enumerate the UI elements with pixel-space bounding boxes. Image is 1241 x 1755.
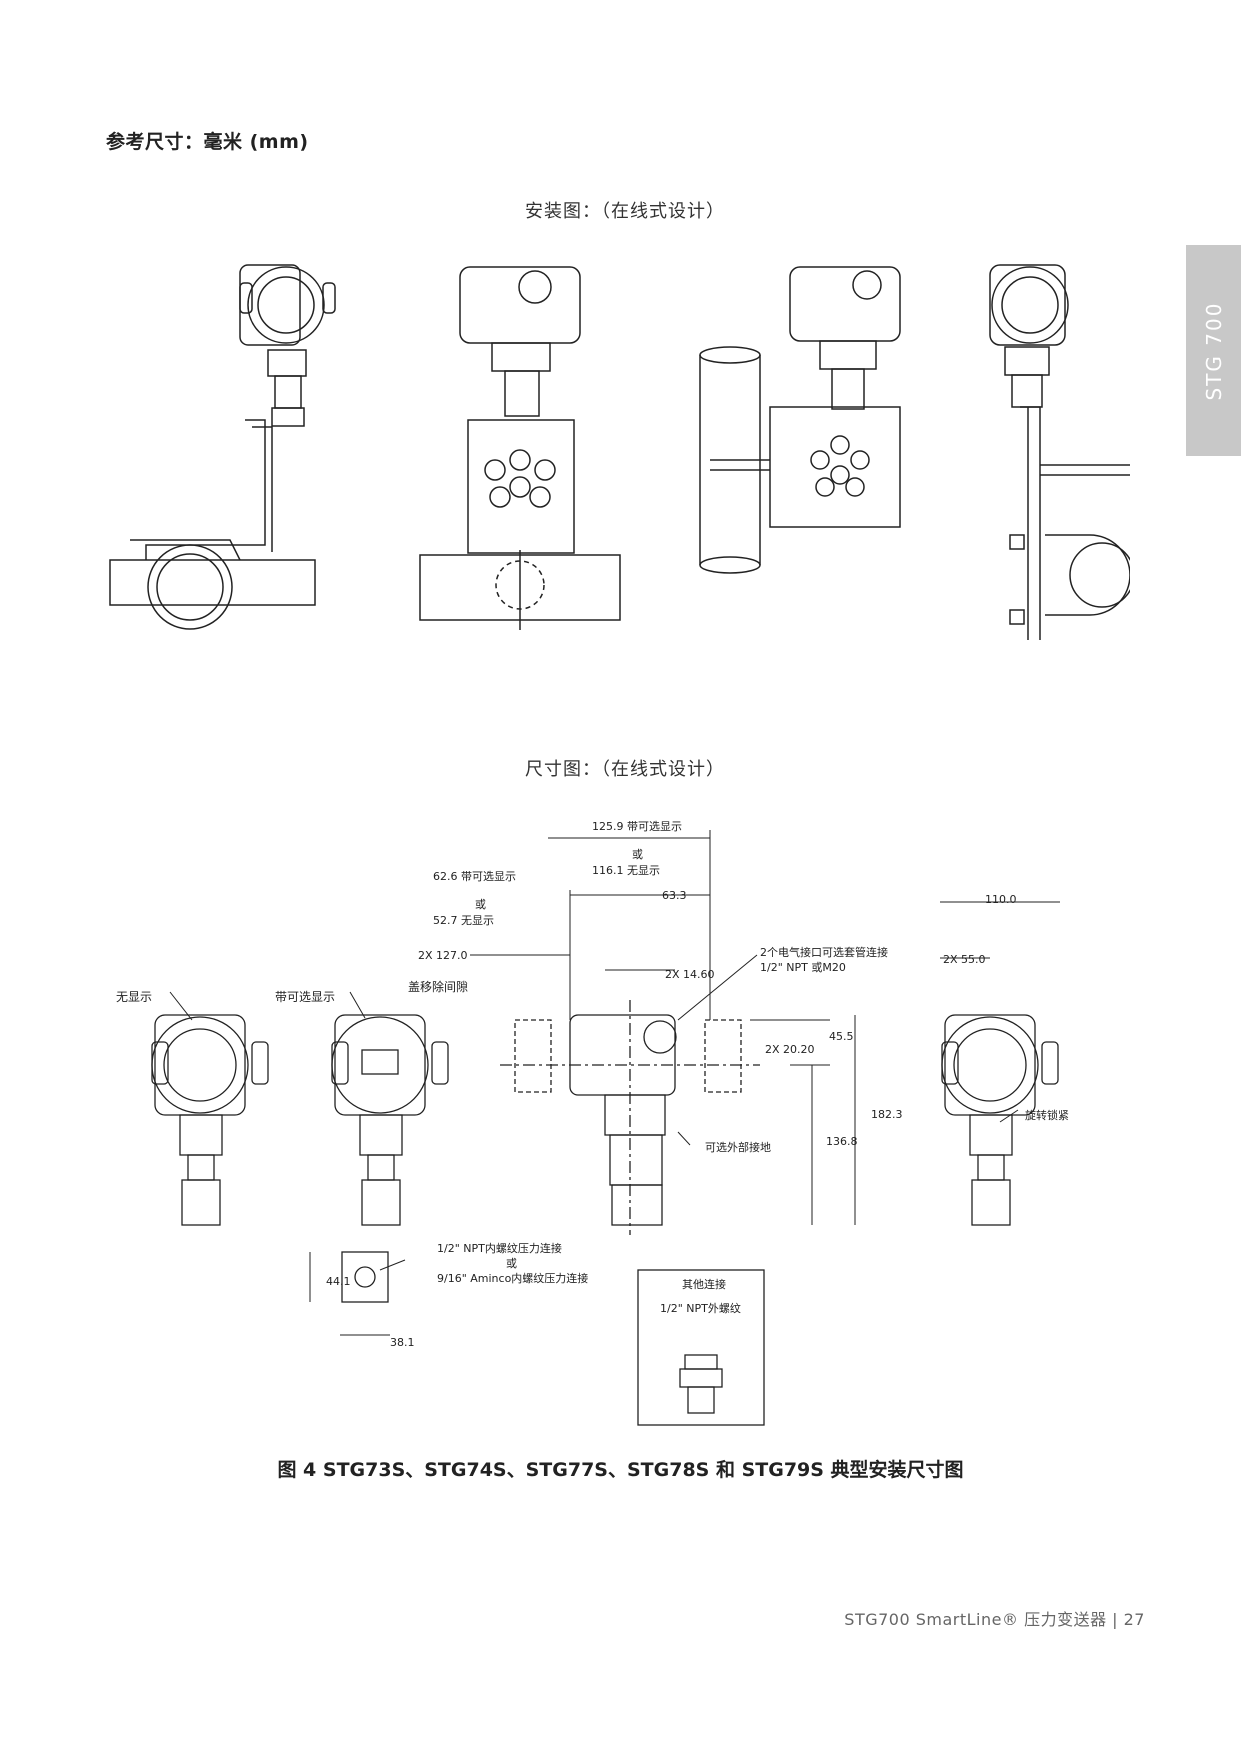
label-rotate-lock: 旋转锁紧	[1025, 1109, 1069, 1122]
label-d441: 44.1	[326, 1275, 351, 1288]
label-d1100: 110.0	[985, 893, 1017, 906]
install-view-1	[109, 264, 336, 630]
transmitter-no-display	[151, 1014, 269, 1226]
other-connection-box	[637, 1269, 765, 1426]
label-or2: 或	[475, 898, 486, 911]
label-cover-clearance: 盖移除间隙	[408, 980, 469, 994]
installation-drawings	[109, 264, 1130, 640]
dimension-drawing	[151, 830, 1060, 1426]
label-d455: 45.5	[829, 1030, 854, 1043]
label-d381: 38.1	[390, 1336, 415, 1349]
label-d1823: 182.3	[871, 1108, 903, 1121]
label-npt-male: 1/2" NPT外螺纹	[660, 1302, 741, 1315]
dimension-lines	[309, 830, 1060, 1336]
label-d1368: 136.8	[826, 1135, 858, 1148]
label-conduit-1: 2个电气接口可选套管连接	[760, 946, 888, 959]
install-view-4	[989, 264, 1130, 640]
installation-drawing-title: 安装图：（在线式设计）	[525, 201, 725, 222]
label-or3: 或	[506, 1257, 517, 1270]
pressure-connection-section	[341, 1251, 389, 1303]
install-view-2	[419, 266, 621, 630]
reference-units-heading: 参考尺寸：毫米 (mm)	[106, 131, 309, 153]
install-view-3	[699, 266, 901, 574]
label-conduit-2: 1/2" NPT 或M20	[760, 961, 846, 974]
side-tab: STG 700	[1186, 245, 1241, 456]
transmitter-rear-view	[941, 1014, 1059, 1226]
page-footer: STG700 SmartLine® 压力变送器 | 27	[844, 1610, 1145, 1629]
label-d116: 116.1 无显示	[592, 864, 660, 877]
label-aminco: 9/16" Aminco内螺纹压力连接	[437, 1272, 589, 1285]
label-d63: 63.3	[662, 889, 687, 902]
transmitter-side-view	[500, 1000, 760, 1235]
dimension-drawing-title: 尺寸图：（在线式设计）	[525, 759, 725, 780]
label-or1: 或	[632, 848, 643, 861]
label-with-display: 带可选显示	[275, 990, 336, 1004]
leader-lines	[169, 954, 1019, 1271]
label-d1460: 2X 14.60	[665, 968, 715, 981]
label-other-connection: 其他连接	[682, 1278, 726, 1291]
label-npt-female: 1/2" NPT内螺纹压力连接	[437, 1242, 562, 1255]
label-external-ground: 可选外部接地	[705, 1141, 771, 1154]
label-d550: 2X 55.0	[943, 953, 986, 966]
label-no-display: 无显示	[116, 990, 153, 1004]
label-d52: 52.7 无显示	[433, 914, 494, 927]
label-d125: 125.9 带可选显示	[592, 820, 682, 833]
label-d127: 2X 127.0	[418, 949, 468, 962]
transmitter-with-display	[331, 1014, 449, 1226]
side-tab-label: STG 700	[1201, 301, 1226, 400]
label-d62: 62.6 带可选显示	[433, 870, 516, 883]
figure-caption: 图 4 STG73S、STG74S、STG77S、STG78S 和 STG79S…	[277, 1459, 964, 1481]
label-d2020: 2X 20.20	[765, 1043, 815, 1056]
